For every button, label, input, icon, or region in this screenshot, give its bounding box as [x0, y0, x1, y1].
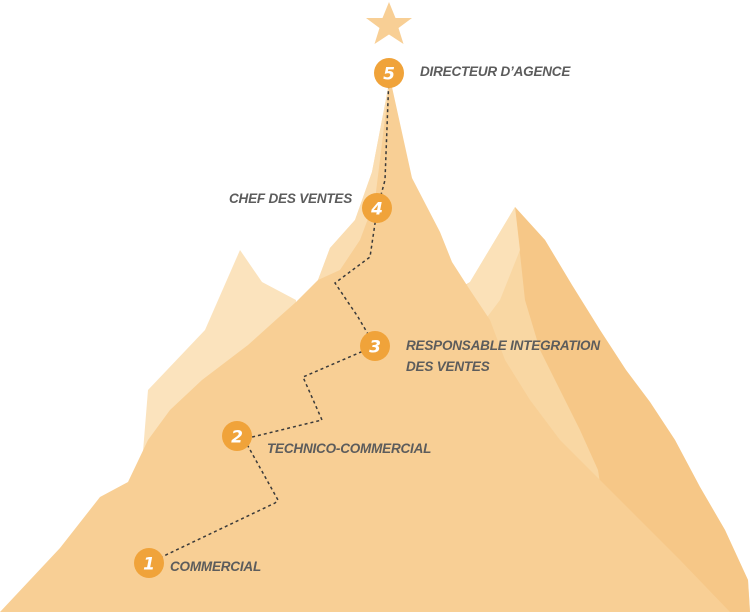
right-shadow — [515, 207, 750, 612]
step-1-badge — [134, 548, 164, 578]
step-4: 4 CHEF DES VENTES — [229, 191, 392, 223]
step-3-number: 3 — [369, 338, 381, 358]
step-3-label-line1: RESPONSABLE INTEGRATION — [406, 338, 600, 353]
step-5-label: DIRECTEUR D’AGENCE — [420, 64, 571, 79]
main-peak-highlight — [318, 78, 390, 280]
step-4-number: 4 — [370, 200, 383, 220]
step-3-badge — [360, 331, 390, 361]
step-1: 1 COMMERCIAL — [134, 548, 261, 578]
step-5-number: 5 — [383, 65, 395, 85]
step-5-badge — [374, 58, 404, 88]
step-2-label: TECHNICO-COMMERCIAL — [267, 441, 431, 456]
step-3-label-line2: DES VENTES — [406, 359, 490, 374]
step-4-label: CHEF DES VENTES — [229, 191, 352, 206]
star-icon — [366, 2, 412, 44]
step-2-badge — [222, 421, 252, 451]
step-2: 2 TECHNICO-COMMERCIAL — [222, 421, 431, 456]
step-4-badge — [362, 193, 392, 223]
step-2-number: 2 — [231, 428, 243, 448]
step-3: 3 RESPONSABLE INTEGRATION DES VENTES — [360, 331, 601, 374]
step-1-number: 1 — [143, 555, 155, 575]
step-1-label: COMMERCIAL — [170, 559, 261, 574]
step-5: 5 DIRECTEUR D’AGENCE — [374, 58, 572, 88]
